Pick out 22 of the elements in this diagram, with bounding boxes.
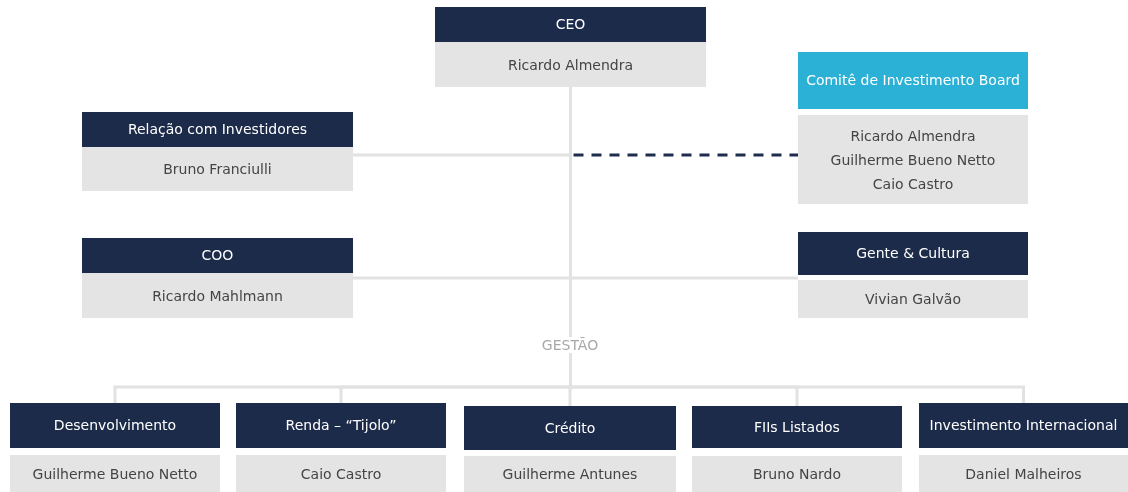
person-name: Ricardo Almendra xyxy=(850,126,976,146)
person-name: Caio Castro xyxy=(872,174,954,194)
title-bar: Relação com Investidores xyxy=(82,112,353,147)
title-bar: Investimento Internacional xyxy=(919,403,1128,448)
person-name: Guilherme Antunes xyxy=(502,465,638,484)
title-bar: CEO xyxy=(435,7,706,42)
title-bar: Desenvolvimento xyxy=(10,403,220,448)
title-bar: Crédito xyxy=(464,406,676,450)
title-bar: Renda – “Tijolo” xyxy=(236,403,446,448)
person-name: Ricardo Mahlmann xyxy=(152,286,283,306)
title-bar: COO xyxy=(82,238,353,273)
person-name: Daniel Malheiros xyxy=(965,464,1082,484)
person-name: Bruno Franciulli xyxy=(163,160,272,179)
title-bar: Gente & Cultura xyxy=(798,232,1028,275)
person-name: Bruno Nardo xyxy=(752,465,842,484)
person-name: Ricardo Almendra xyxy=(507,55,634,75)
title-bar: FIIs Listados xyxy=(692,406,902,448)
title-bar: Comitê de Investimento Board xyxy=(798,52,1028,109)
person-name: Vivian Galvão xyxy=(865,290,961,309)
person-name: Guilherme Bueno Netto xyxy=(830,150,996,170)
person-name: Guilherme Bueno Netto xyxy=(32,464,198,484)
person-name: Caio Castro xyxy=(300,464,382,484)
